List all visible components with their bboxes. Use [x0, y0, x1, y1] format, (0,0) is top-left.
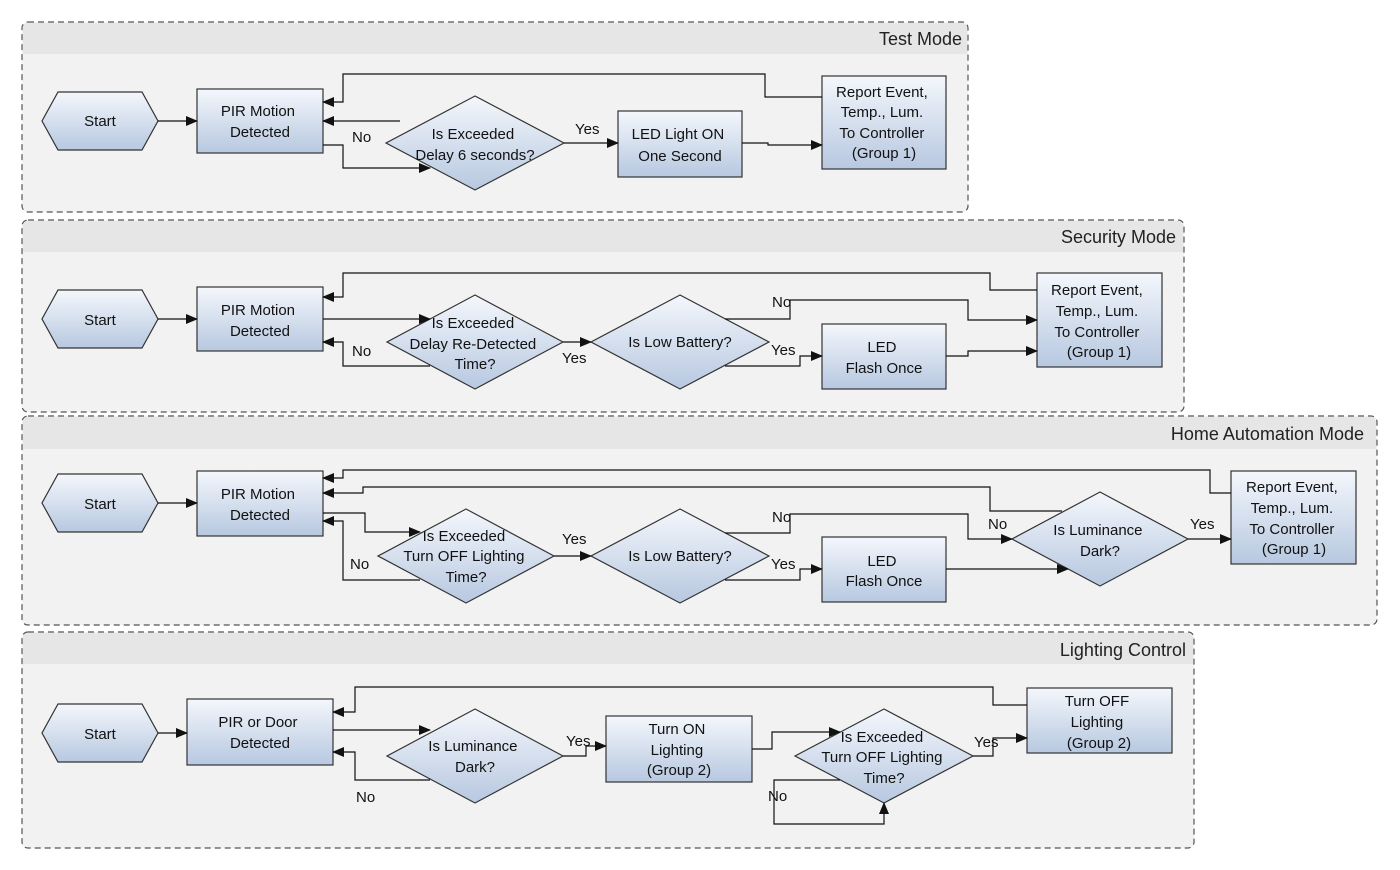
luminance-decision-node: [1010, 491, 1190, 587]
led-light-node: [617, 110, 743, 178]
start-node: [41, 91, 159, 151]
report-event-label: Report Event, Temp., Lum. To Controller …: [836, 84, 932, 162]
start-node: [41, 703, 159, 763]
start-label: Start: [84, 113, 117, 130]
yes-label: Yes: [771, 556, 795, 573]
report-event-label: Report Event, Temp., Lum. To Controller …: [1246, 479, 1342, 558]
no-label: No: [988, 516, 1007, 533]
redetect-decision-node: [385, 294, 565, 390]
start-label: Start: [84, 496, 117, 513]
low-battery-label: Is Low Battery?: [628, 548, 731, 565]
low-battery-label: Is Low Battery?: [628, 334, 731, 351]
no-label: No: [352, 129, 371, 146]
turn-off-lighting-label: Turn OFF Lighting (Group 2): [1065, 693, 1134, 752]
panel-security-mode: Security Mode Start PIR Motion Detected …: [21, 219, 1185, 413]
pir-motion-node: [196, 470, 324, 537]
luminance-decision-label: Is Luminance Dark?: [1053, 522, 1146, 560]
turn-on-lighting-label: Turn ON Lighting (Group 2): [647, 721, 711, 779]
redetect-decision-label: Is Exceeded Delay Re-Detected Time?: [410, 315, 541, 373]
luminance-decision-label: Is Luminance Dark?: [428, 738, 521, 776]
start-node: [41, 289, 159, 349]
no-label: No: [356, 789, 375, 806]
panel-home-automation-mode: Home Automation Mode Start PIR Motion De…: [21, 415, 1378, 626]
led-flash-label: LED Flash Once: [846, 553, 923, 590]
no-label: No: [772, 294, 791, 311]
report-event-label: Report Event, Temp., Lum. To Controller …: [1051, 282, 1147, 361]
start-label: Start: [84, 726, 117, 743]
turn-off-lighting-node: [1026, 687, 1173, 754]
low-battery-decision-node: [589, 508, 771, 604]
no-label: No: [350, 556, 369, 573]
pir-motion-label: PIR Motion Detected: [221, 302, 299, 340]
panel-title: Test Mode: [879, 29, 962, 49]
yes-label: Yes: [566, 733, 590, 750]
panel-title: Home Automation Mode: [1171, 424, 1364, 444]
pir-door-label: PIR or Door Detected: [218, 714, 301, 752]
lighting-time-decision-label: Is Exceeded Turn OFF Lighting Time?: [821, 729, 946, 787]
luminance-decision-node: [385, 708, 565, 804]
pir-motion-label: PIR Motion Detected: [221, 103, 299, 141]
pir-motion-label: PIR Motion Detected: [221, 486, 299, 524]
pir-door-node: [186, 698, 334, 766]
delay-decision-label: Is Exceeded Delay 6 seconds?: [415, 126, 534, 164]
panel-lighting-control: Lighting Control Start PIR or Door Detec…: [21, 631, 1195, 849]
led-flash-node: [821, 323, 947, 390]
pir-motion-node: [196, 88, 324, 154]
no-label: No: [352, 343, 371, 360]
start-node: [41, 473, 159, 533]
panel-test-mode: Test Mode Start PIR Motion Detected Is E…: [21, 21, 969, 213]
pir-motion-node: [196, 286, 324, 352]
led-flash-label: LED Flash Once: [846, 339, 923, 377]
lighting-time-decision-node: [376, 508, 556, 604]
yes-label: Yes: [575, 121, 599, 138]
report-event-node: [821, 75, 947, 170]
yes-label: Yes: [1190, 516, 1214, 533]
report-event-node: [1036, 272, 1163, 368]
yes-label: Yes: [562, 350, 586, 367]
no-label: No: [772, 509, 791, 526]
low-battery-decision-node: [589, 294, 771, 390]
no-label: No: [768, 788, 787, 805]
start-label: Start: [84, 312, 117, 329]
panel-title: Lighting Control: [1060, 640, 1186, 660]
yes-label: Yes: [974, 734, 998, 751]
led-light-label: LED Light ON One Second: [632, 126, 729, 165]
panel-title: Security Mode: [1061, 227, 1176, 247]
lighting-time-decision-label: Is Exceeded Turn OFF Lighting Time?: [403, 528, 528, 586]
yes-label: Yes: [771, 342, 795, 359]
report-event-node: [1230, 470, 1357, 565]
yes-label: Yes: [562, 531, 586, 548]
